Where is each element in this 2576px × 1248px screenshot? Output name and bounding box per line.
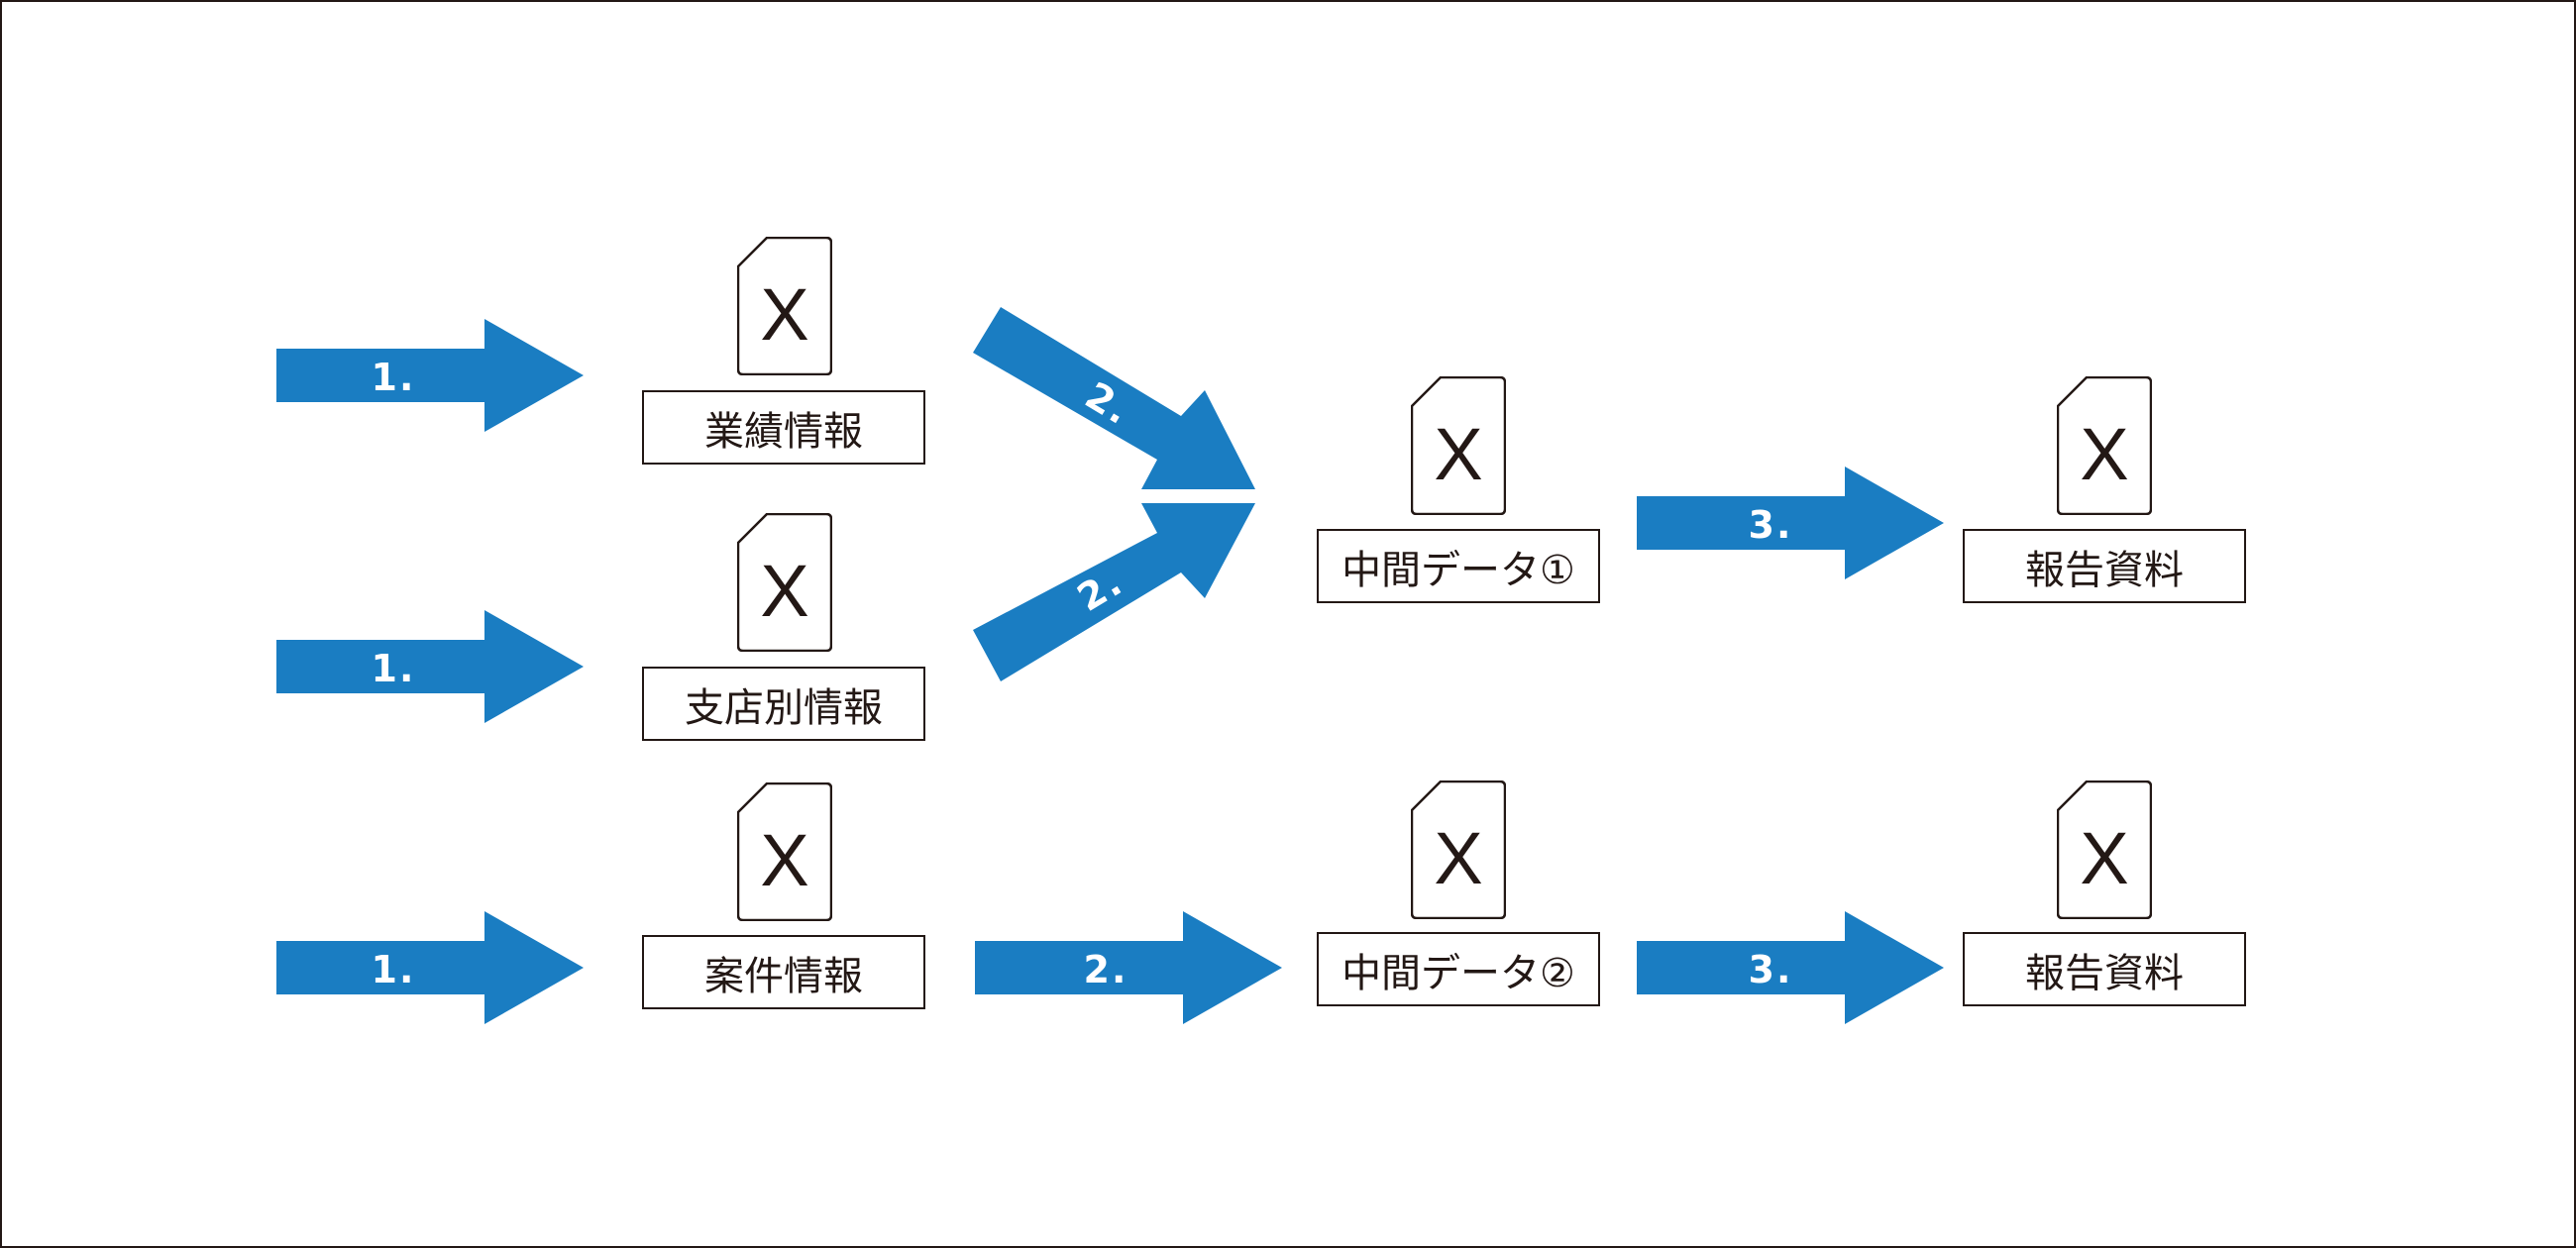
step3-label: 3. xyxy=(1749,503,1793,547)
spreadsheet-file-icon: X xyxy=(2057,780,2152,919)
svg-text:X: X xyxy=(760,550,808,632)
step3-arrow-row1: 3. xyxy=(1637,467,1944,579)
file-label-hokoku2: 報告資料 xyxy=(1963,932,2246,1006)
step2-arrow-merge-top: 2. xyxy=(973,307,1270,495)
step2-arrow-merge-bottom: 2. xyxy=(973,503,1270,691)
step1-label: 1. xyxy=(372,948,416,991)
step1-arrow-gyoseki: 1. xyxy=(276,319,584,432)
step1-label: 1. xyxy=(372,647,416,690)
spreadsheet-file-icon: X xyxy=(2057,376,2152,515)
svg-text:X: X xyxy=(1434,817,1482,899)
spreadsheet-file-icon: X xyxy=(1411,780,1506,919)
spreadsheet-file-icon: X xyxy=(737,513,832,652)
step3-label: 3. xyxy=(1749,948,1793,991)
file-label-anken: 案件情報 xyxy=(642,935,925,1009)
svg-text:X: X xyxy=(2080,413,2128,495)
file-label-gyoseki: 業績情報 xyxy=(642,390,925,465)
step2-label: 2. xyxy=(1084,948,1128,991)
file-label-chukan1: 中間データ① xyxy=(1317,529,1600,603)
spreadsheet-file-icon: X xyxy=(737,237,832,375)
step1-label: 1. xyxy=(372,356,416,399)
spreadsheet-file-icon: X xyxy=(1411,376,1506,515)
svg-text:X: X xyxy=(760,819,808,901)
svg-text:X: X xyxy=(760,273,808,356)
step1-arrow-anken: 1. xyxy=(276,911,584,1024)
file-label-chukan2: 中間データ② xyxy=(1317,932,1600,1006)
spreadsheet-file-icon: X xyxy=(737,782,832,921)
file-label-shiten: 支店別情報 xyxy=(642,667,925,741)
step3-arrow-row3: 3. xyxy=(1637,911,1944,1024)
step2-arrow-row3: 2. xyxy=(975,911,1282,1024)
file-label-hokoku1: 報告資料 xyxy=(1963,529,2246,603)
step1-arrow-shiten: 1. xyxy=(276,610,584,723)
svg-text:X: X xyxy=(1434,413,1482,495)
svg-text:X: X xyxy=(2080,817,2128,899)
